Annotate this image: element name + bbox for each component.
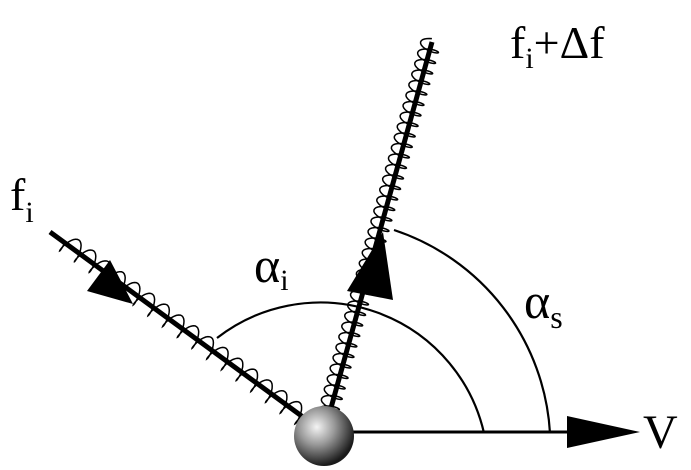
incident-direction-arrowhead [87,260,133,304]
scattered-angle-label: αs [524,273,563,335]
incident-frequency-label: fi [10,169,34,229]
velocity-arrowhead [567,416,640,448]
scattered-frequency-label: fi+Δf [510,17,605,75]
scattered-wave-coil [317,37,440,422]
scatterer-sphere [294,406,354,466]
velocity-label: V [643,406,678,459]
scattered-angle-arc [393,228,552,434]
scattered-wave-line [323,41,435,427]
incident-angle-arc [216,301,486,434]
scattered-direction-arrowhead [347,232,393,300]
incident-angle-label: αi [254,237,289,297]
